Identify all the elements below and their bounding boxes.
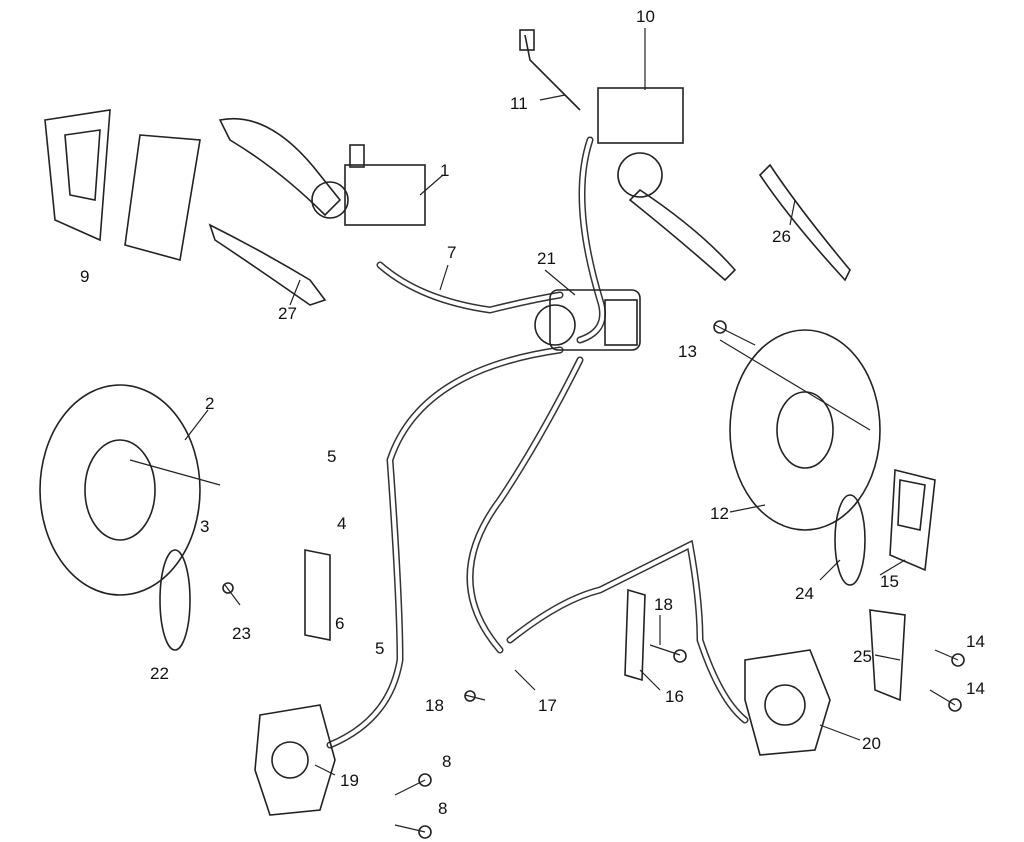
brake-pads-rear bbox=[889, 468, 936, 572]
callout-17: 17 bbox=[538, 696, 557, 715]
callout-16: 16 bbox=[665, 687, 684, 706]
callout-19: 19 bbox=[340, 771, 359, 790]
bracket-25 bbox=[869, 609, 906, 702]
bracket-16 bbox=[624, 588, 646, 682]
callout-18a: 18 bbox=[425, 696, 444, 715]
lever-26 bbox=[758, 163, 851, 282]
lever-27 bbox=[208, 223, 327, 306]
tone-ring-24 bbox=[834, 494, 866, 586]
callout-23: 23 bbox=[232, 624, 251, 643]
callout-13: 13 bbox=[678, 342, 697, 361]
callout-26: 26 bbox=[772, 227, 791, 246]
callout-12: 12 bbox=[710, 504, 729, 523]
callout-22: 22 bbox=[150, 664, 169, 683]
callout-20: 20 bbox=[862, 734, 881, 753]
callout-27: 27 bbox=[278, 304, 297, 323]
callout-15: 15 bbox=[880, 572, 899, 591]
callout-10: 10 bbox=[636, 7, 655, 26]
brake-hoses bbox=[326, 136, 749, 749]
callout-4: 4 bbox=[337, 514, 347, 533]
callout-2: 2 bbox=[205, 394, 215, 413]
leader-lines bbox=[184, 28, 906, 776]
callout-6: 6 bbox=[335, 614, 345, 633]
callout-5a: 5 bbox=[327, 447, 337, 466]
callout-3: 3 bbox=[200, 517, 210, 536]
callout-18b: 18 bbox=[654, 595, 673, 614]
callout-24: 24 bbox=[795, 584, 814, 603]
callout-21: 21 bbox=[537, 249, 556, 268]
brake-disc-rear bbox=[39, 384, 221, 596]
abs-unit bbox=[534, 289, 641, 351]
tone-ring-22 bbox=[159, 549, 191, 651]
callout-5b: 5 bbox=[375, 639, 385, 658]
caliper-19 bbox=[254, 704, 336, 816]
callout-14b: 14 bbox=[966, 679, 985, 698]
master-cylinder-left bbox=[218, 117, 426, 226]
bolts bbox=[222, 320, 965, 839]
callout-11: 11 bbox=[510, 94, 528, 113]
callout-7: 7 bbox=[447, 243, 457, 262]
callout-25: 25 bbox=[853, 647, 872, 666]
callout-8a: 8 bbox=[442, 752, 452, 771]
brake-disc-front bbox=[719, 329, 881, 531]
brake-pads-front bbox=[44, 109, 201, 262]
bracket-6 bbox=[304, 549, 331, 641]
callout-9: 9 bbox=[80, 267, 90, 286]
callout-1: 1 bbox=[440, 161, 450, 180]
caliper-20 bbox=[744, 649, 831, 756]
callout-8b: 8 bbox=[438, 799, 448, 818]
master-cylinder-right bbox=[519, 29, 737, 282]
callout-14a: 14 bbox=[966, 632, 985, 651]
